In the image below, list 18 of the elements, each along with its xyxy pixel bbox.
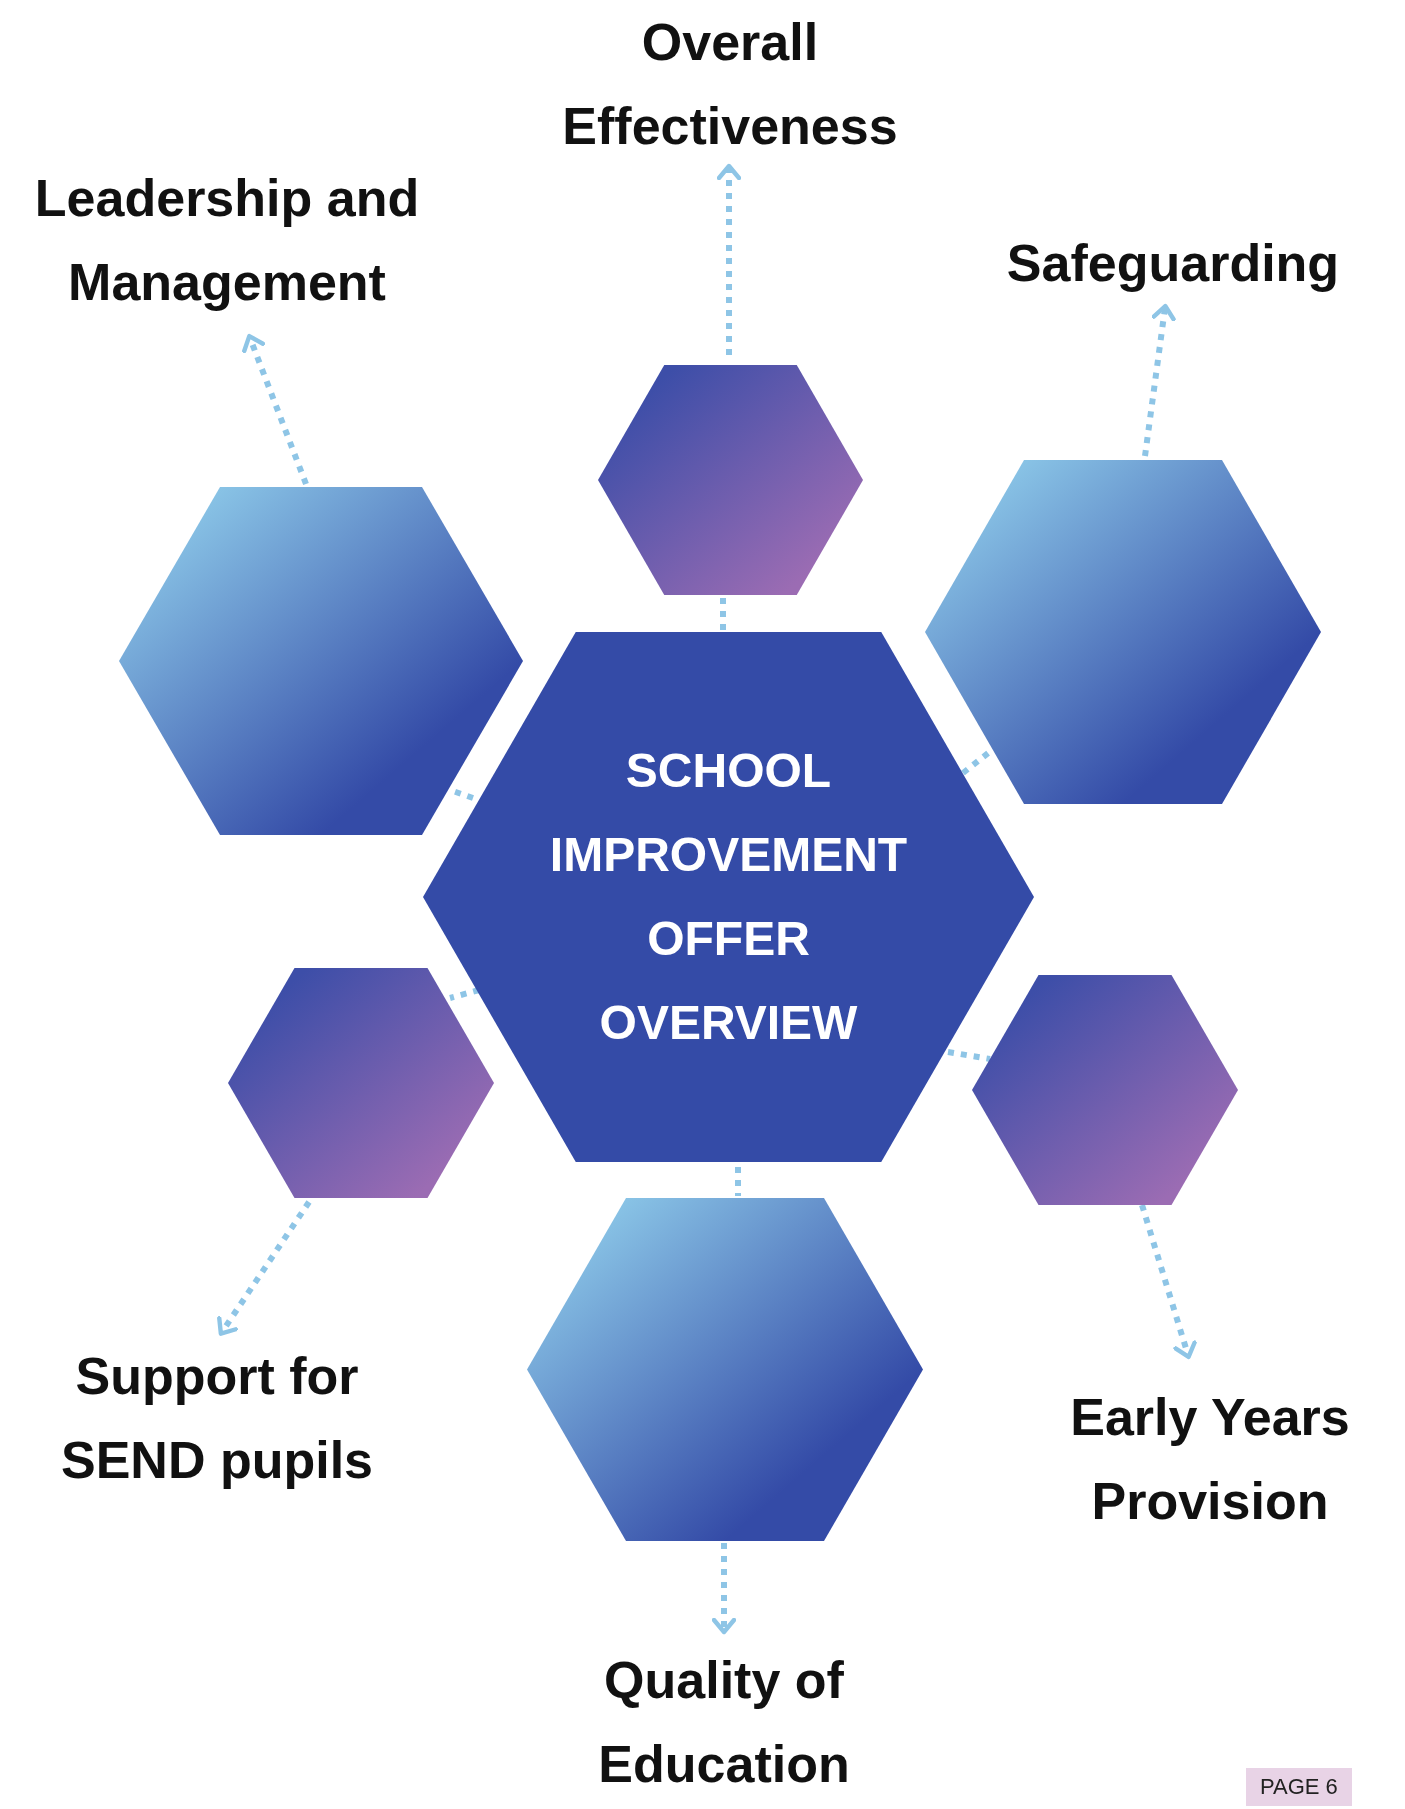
- dotted-arrow: [716, 163, 742, 355]
- dotted-arrow: [242, 333, 309, 486]
- category-label: Safeguarding: [1006, 233, 1340, 294]
- page-number: PAGE 6: [1246, 1768, 1352, 1806]
- dotted-connector: [720, 598, 726, 630]
- category-label: Leadership and Management: [33, 168, 421, 313]
- dotted-arrow: [1139, 1204, 1197, 1360]
- category-label: Early Years Provision: [1069, 1387, 1351, 1532]
- category-label: Support for SEND pupils: [60, 1346, 374, 1491]
- center-title: SCHOOL IMPROVEMENT OFFER OVERVIEW: [548, 743, 909, 1051]
- dotted-connector: [449, 987, 480, 1001]
- dotted-arrow: [711, 1543, 737, 1635]
- dotted-arrow: [1142, 303, 1176, 457]
- dotted-connector: [947, 1049, 991, 1062]
- category-label: Overall Effectiveness: [561, 12, 899, 157]
- dotted-connector: [735, 1167, 741, 1196]
- dotted-arrow: [217, 1200, 312, 1336]
- category-label: Quality of Education: [597, 1650, 851, 1795]
